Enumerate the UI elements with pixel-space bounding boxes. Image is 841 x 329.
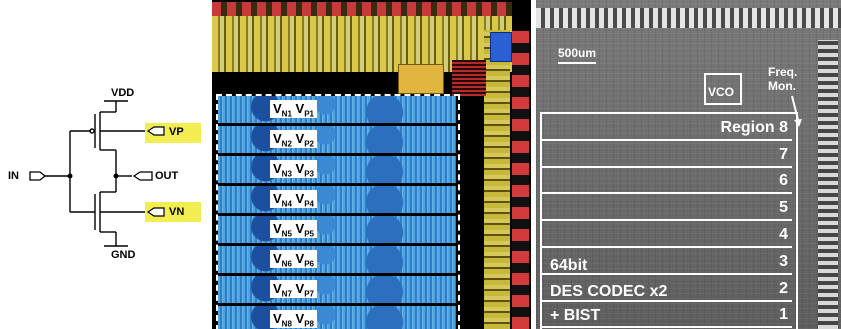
inverter-circuit-drawing bbox=[29, 100, 153, 247]
region-label-8: 1 bbox=[779, 306, 788, 324]
inverter-schematic: VDD GND IN OUT VP VN bbox=[0, 0, 210, 329]
bank-label-4: VN4 VP4 bbox=[270, 190, 317, 209]
region-row-2: 7 bbox=[540, 141, 792, 168]
bank-row-8: VN8 VP8 bbox=[218, 306, 456, 329]
in-label: IN bbox=[8, 170, 19, 182]
die-right-pads bbox=[818, 40, 838, 329]
die-photo: 500um VCO Freq. Mon. Region 8 7 6 5 4 3 2 1 64b… bbox=[536, 0, 841, 329]
region-row-1: Region 8 bbox=[540, 114, 792, 141]
vdd-label: VDD bbox=[111, 87, 135, 99]
out-label: OUT bbox=[155, 170, 179, 182]
region-label-4: 5 bbox=[779, 199, 788, 217]
bank-label-5: VN5 VP5 bbox=[270, 220, 317, 239]
scale-label: 500um bbox=[558, 46, 597, 60]
bank-label-3: VN3 VP3 bbox=[270, 160, 317, 179]
caption-des-codec: DES CODEC x2 bbox=[550, 283, 668, 300]
die-top-pads bbox=[536, 8, 841, 28]
freq-mon-label-line2: Mon. bbox=[768, 79, 796, 93]
right-pad-column bbox=[512, 30, 529, 329]
bank-row-3: VN3 VP3 bbox=[218, 156, 456, 185]
bias-pin-arrows bbox=[146, 126, 165, 217]
vn-bias-box bbox=[145, 202, 201, 222]
bank-label-8: VN8 VP8 bbox=[270, 310, 317, 329]
bank-row-4: VN4 VP4 bbox=[218, 186, 456, 215]
vco-label: VCO bbox=[708, 85, 735, 99]
region-row-7: 2 bbox=[540, 275, 792, 302]
region-label-7: 2 bbox=[779, 279, 788, 297]
region-row-5: 4 bbox=[540, 221, 792, 248]
bank-row-1: VN1 VP1 bbox=[218, 96, 456, 125]
bank-label-2: VN2 VP2 bbox=[270, 130, 317, 149]
bank-label-7: VN7 VP7 bbox=[270, 280, 317, 299]
freq-mon-label-line1: Freq. bbox=[768, 65, 798, 79]
region-label-6: 3 bbox=[779, 252, 788, 270]
region-row-6: 3 bbox=[540, 248, 792, 275]
caption-64bit: 64bit bbox=[550, 257, 588, 274]
bank-row-6: VN6 VP6 bbox=[218, 246, 456, 275]
region-label-3: 6 bbox=[779, 172, 788, 190]
region-row-3: 6 bbox=[540, 168, 792, 195]
bias-block bbox=[398, 64, 444, 94]
bank-label-6: VN6 VP6 bbox=[270, 250, 317, 269]
corner-cell bbox=[490, 32, 512, 62]
top-pad-row bbox=[212, 2, 512, 16]
vco-box bbox=[704, 73, 742, 105]
caption-bist: + BIST bbox=[550, 307, 601, 324]
bank-row-2: VN2 VP2 bbox=[218, 126, 456, 155]
region-label-5: 4 bbox=[779, 225, 788, 243]
bank-row-7: VN7 VP7 bbox=[218, 276, 456, 305]
gnd-label: GND bbox=[111, 249, 136, 261]
region-label-2: 7 bbox=[779, 145, 788, 163]
control-logic-block bbox=[452, 60, 486, 96]
bank-row-5: VN5 VP5 bbox=[218, 216, 456, 245]
bank-label-1: VN1 VP1 bbox=[270, 100, 317, 119]
region-row-8: 1 bbox=[540, 302, 792, 329]
right-io-rail bbox=[484, 30, 510, 329]
vp-label: VP bbox=[169, 126, 184, 138]
region-row-4: 5 bbox=[540, 194, 792, 222]
vn-label: VN bbox=[169, 206, 185, 218]
bank-frame bbox=[216, 94, 460, 329]
scale-bar bbox=[558, 62, 596, 64]
region-label-1: Region 8 bbox=[720, 118, 788, 136]
